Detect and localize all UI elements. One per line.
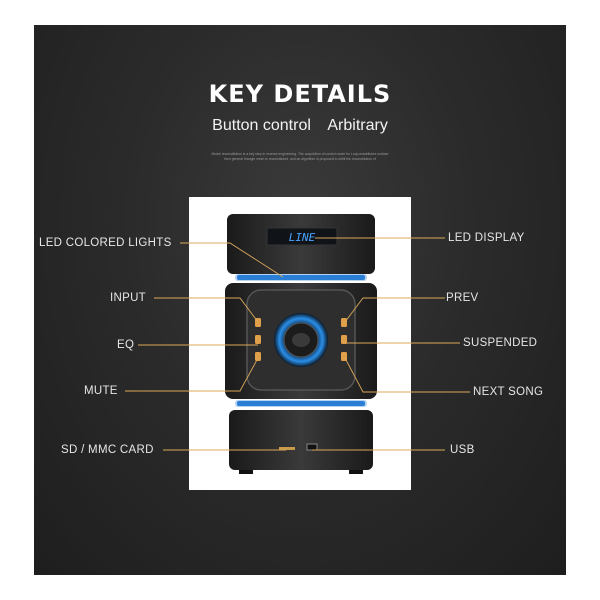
label-input: INPUT bbox=[110, 292, 146, 304]
label-next-song: NEXT SONG bbox=[473, 386, 544, 398]
speaker-illustration: LINE bbox=[225, 214, 377, 474]
eq-button bbox=[255, 335, 261, 344]
speaker-bottom-section bbox=[229, 410, 373, 470]
mute-button bbox=[255, 352, 261, 361]
prev-button bbox=[341, 318, 347, 327]
sd-card-slot bbox=[279, 447, 295, 450]
led-display-screen bbox=[266, 227, 338, 246]
label-led-display: LED DISPLAY bbox=[448, 232, 525, 244]
label-prev: PREV bbox=[446, 292, 479, 304]
leader-led-colored-lights bbox=[180, 242, 284, 278]
label-led-colored-lights: LED COLORED LIGHTS bbox=[39, 237, 172, 249]
led-light-bar-top bbox=[237, 275, 365, 280]
key-details-title: KEY DETAILS bbox=[208, 80, 392, 108]
label-suspended: SUSPENDED bbox=[463, 337, 538, 349]
led-display-text: LINE bbox=[289, 231, 316, 244]
leader-mute bbox=[125, 357, 259, 392]
fine-print: Model reconstitution is a key step in re… bbox=[175, 152, 425, 162]
label-usb: USB bbox=[450, 444, 475, 456]
subtitle: Button control Arbitrary bbox=[0, 117, 600, 135]
product-photo: LINE bbox=[189, 197, 411, 490]
led-light-bar-bottom bbox=[237, 401, 365, 406]
subtitle-arbitrary: Arbitrary bbox=[327, 117, 388, 134]
label-mute: MUTE bbox=[84, 385, 118, 397]
leader-next-song bbox=[344, 357, 470, 393]
fine-print-line-2: then general triangle mesh is reconstitu… bbox=[224, 157, 376, 161]
suspended-button bbox=[341, 335, 347, 344]
subtitle-button-control: Button control bbox=[212, 117, 311, 134]
leader-input bbox=[154, 297, 259, 323]
fine-print-line-1: Model reconstitution is a key step in re… bbox=[211, 152, 389, 156]
label-sd-mmc-card: SD / MMC CARD bbox=[61, 444, 154, 456]
label-eq: EQ bbox=[117, 339, 135, 351]
leader-prev bbox=[344, 297, 445, 323]
